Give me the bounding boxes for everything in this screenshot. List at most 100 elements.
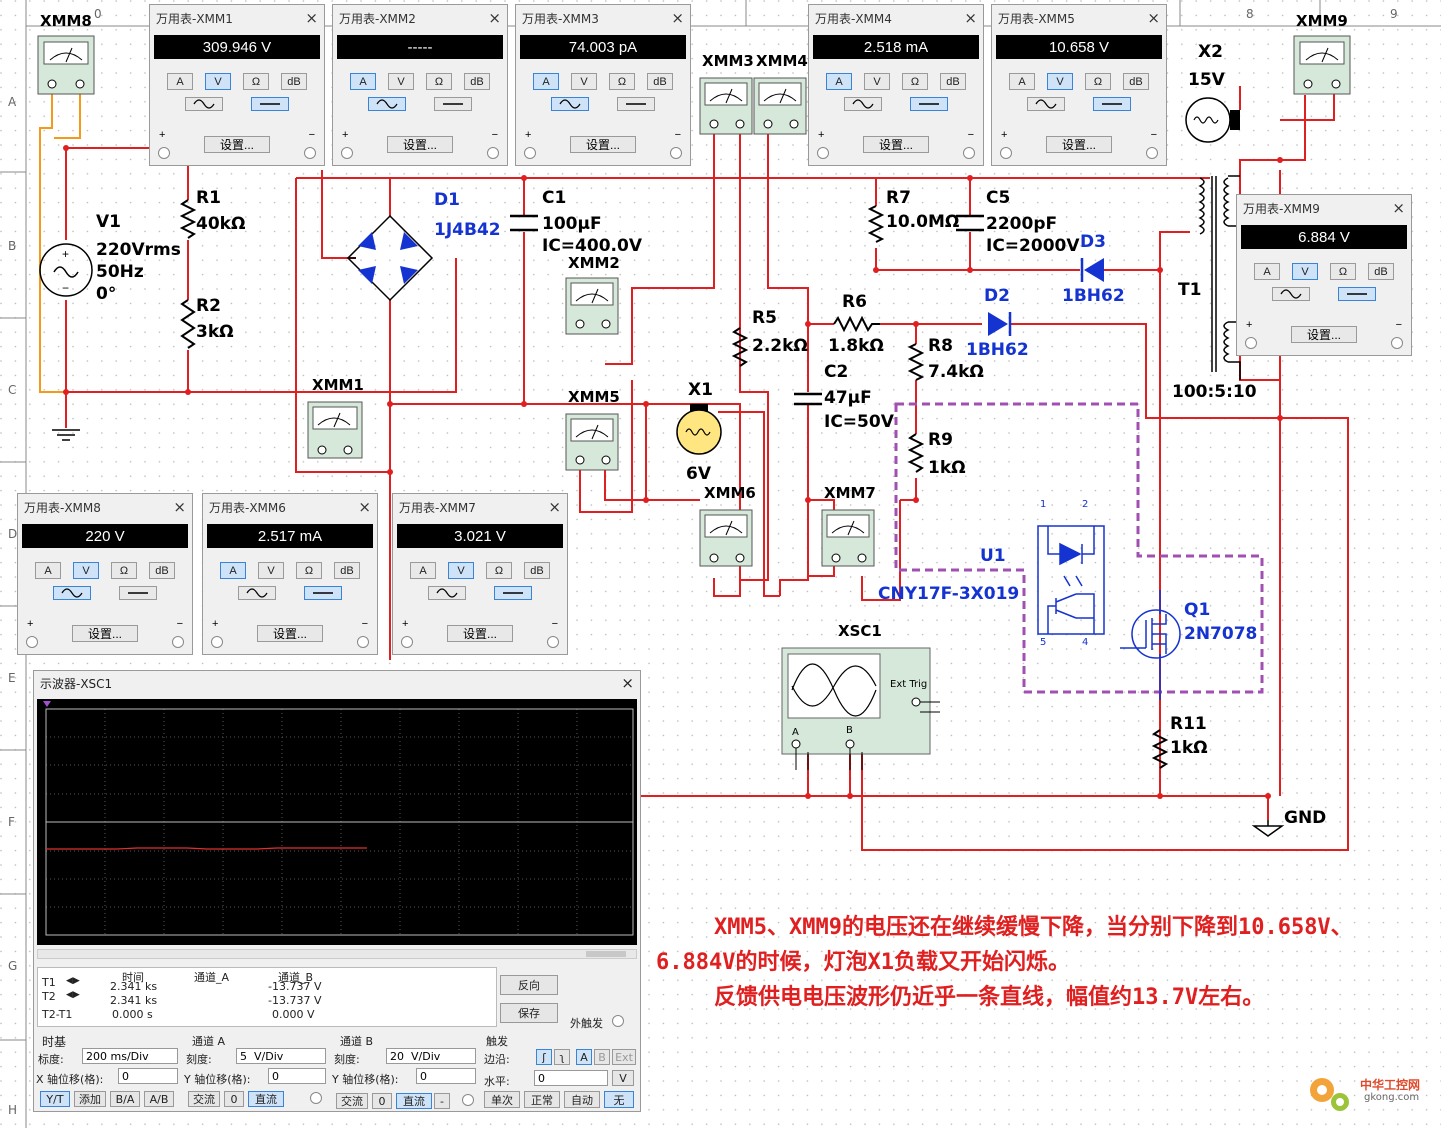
oscilloscope-titlebar[interactable]: 示波器-XSC1 × bbox=[34, 671, 640, 695]
ac-wave-button[interactable] bbox=[551, 97, 589, 111]
mode-a-button[interactable]: A bbox=[1254, 263, 1280, 280]
dc-wave-button[interactable] bbox=[434, 97, 472, 111]
plus-terminal[interactable] bbox=[1245, 337, 1257, 349]
settings-button[interactable]: 设置... bbox=[863, 136, 929, 153]
mode-ohm-button[interactable]: Ω bbox=[296, 562, 322, 579]
close-icon[interactable]: × bbox=[358, 498, 371, 516]
trigger-source-b-button[interactable]: B bbox=[594, 1049, 610, 1065]
multimeter-window-mm9[interactable]: 万用表-XMM9 × 6.884 V A V Ω dB + − 设置... bbox=[1236, 194, 1412, 356]
settings-button[interactable]: 设置... bbox=[1291, 326, 1357, 343]
mode-v-button[interactable]: V bbox=[864, 73, 890, 90]
close-icon[interactable]: × bbox=[488, 9, 501, 27]
plus-terminal[interactable] bbox=[158, 147, 170, 159]
mode-a-button[interactable]: A bbox=[220, 562, 246, 579]
mode-db-button[interactable]: dB bbox=[647, 73, 673, 90]
channel-a-ypos-input[interactable] bbox=[268, 1068, 326, 1084]
ext-trigger-terminal[interactable] bbox=[612, 1015, 624, 1027]
mode-db-button[interactable]: dB bbox=[334, 562, 360, 579]
mode-a-button[interactable]: A bbox=[410, 562, 436, 579]
channel-a-scale-input[interactable] bbox=[236, 1048, 326, 1064]
channel-a-terminal[interactable] bbox=[310, 1092, 322, 1104]
plus-terminal[interactable] bbox=[524, 147, 536, 159]
mode-a-button[interactable]: A bbox=[1009, 73, 1035, 90]
channel-a-ac-button[interactable]: 交流 bbox=[188, 1091, 220, 1107]
plus-terminal[interactable] bbox=[211, 636, 223, 648]
single-trigger-button[interactable]: 单次 bbox=[484, 1091, 520, 1108]
ac-wave-button[interactable] bbox=[844, 97, 882, 111]
dc-wave-button[interactable] bbox=[251, 97, 289, 111]
channel-b-scale-input[interactable] bbox=[386, 1048, 476, 1064]
close-icon[interactable]: × bbox=[1392, 199, 1405, 217]
auto-trigger-button[interactable]: 自动 bbox=[564, 1091, 600, 1108]
settings-button[interactable]: 设置... bbox=[72, 625, 138, 642]
multimeter-window-mm1[interactable]: 万用表-XMM1 × 309.946 V A V Ω dB + − 设置... bbox=[149, 4, 325, 166]
timebase-scale-input[interactable] bbox=[82, 1048, 178, 1064]
channel-b-terminal[interactable] bbox=[462, 1094, 474, 1106]
multimeter-window-mm2[interactable]: 万用表-XMM2 × ----- A V Ω dB + − 设置... bbox=[332, 4, 508, 166]
mode-v-button[interactable]: V bbox=[388, 73, 414, 90]
mode-ohm-button[interactable]: Ω bbox=[426, 73, 452, 90]
multimeter-window-mm8[interactable]: 万用表-XMM8 × 220 V A V Ω dB + − 设置... bbox=[17, 493, 193, 655]
ac-wave-button[interactable] bbox=[428, 586, 466, 600]
dc-wave-button[interactable] bbox=[304, 586, 342, 600]
yt-mode-button[interactable]: Y/T bbox=[40, 1091, 70, 1107]
close-icon[interactable]: × bbox=[671, 9, 684, 27]
minus-terminal[interactable] bbox=[172, 636, 184, 648]
channel-b-dc-button[interactable]: 直流 bbox=[396, 1093, 432, 1109]
mode-ohm-button[interactable]: Ω bbox=[243, 73, 269, 90]
multimeter-titlebar[interactable]: 万用表-XMM5 × bbox=[992, 5, 1166, 31]
dc-wave-button[interactable] bbox=[910, 97, 948, 111]
minus-terminal[interactable] bbox=[963, 147, 975, 159]
multimeter-titlebar[interactable]: 万用表-XMM6 × bbox=[203, 494, 377, 520]
multimeter-titlebar[interactable]: 万用表-XMM1 × bbox=[150, 5, 324, 31]
mode-db-button[interactable]: dB bbox=[524, 562, 550, 579]
save-button[interactable]: 保存 bbox=[500, 1003, 558, 1023]
mode-a-button[interactable]: A bbox=[350, 73, 376, 90]
minus-terminal[interactable] bbox=[1391, 337, 1403, 349]
dc-wave-button[interactable] bbox=[617, 97, 655, 111]
settings-button[interactable]: 设置... bbox=[570, 136, 636, 153]
mode-v-button[interactable]: V bbox=[258, 562, 284, 579]
channel-b-ac-button[interactable]: 交流 bbox=[336, 1093, 368, 1109]
multimeter-window-mm6[interactable]: 万用表-XMM6 × 2.517 mA A V Ω dB + − 设置... bbox=[202, 493, 378, 655]
minus-terminal[interactable] bbox=[487, 147, 499, 159]
channel-b-minus-button[interactable]: - bbox=[434, 1093, 450, 1109]
trigger-source-ext-button[interactable]: Ext bbox=[612, 1049, 636, 1065]
mode-ohm-button[interactable]: Ω bbox=[902, 73, 928, 90]
oscilloscope-scrollbar[interactable] bbox=[37, 949, 637, 959]
multimeter-window-mm5[interactable]: 万用表-XMM5 × 10.658 V A V Ω dB + − 设置... bbox=[991, 4, 1167, 166]
close-icon[interactable]: × bbox=[305, 9, 318, 27]
mode-db-button[interactable]: dB bbox=[149, 562, 175, 579]
multimeter-titlebar[interactable]: 万用表-XMM4 × bbox=[809, 5, 983, 31]
plus-terminal[interactable] bbox=[1000, 147, 1012, 159]
x-position-input[interactable] bbox=[118, 1068, 178, 1084]
plus-terminal[interactable] bbox=[401, 636, 413, 648]
t1-cursor-arrows-icon[interactable]: ◀▶ bbox=[66, 976, 80, 986]
multimeter-window-mm4[interactable]: 万用表-XMM4 × 2.518 mA A V Ω dB + − 设置... bbox=[808, 4, 984, 166]
falling-edge-icon[interactable]: ʅ bbox=[554, 1049, 570, 1065]
ac-wave-button[interactable] bbox=[1027, 97, 1065, 111]
channel-a-dc-button[interactable]: 直流 bbox=[248, 1091, 284, 1107]
dc-wave-button[interactable] bbox=[1093, 97, 1131, 111]
plus-terminal[interactable] bbox=[341, 147, 353, 159]
ac-wave-button[interactable] bbox=[1272, 287, 1310, 301]
mode-v-button[interactable]: V bbox=[571, 73, 597, 90]
mode-ohm-button[interactable]: Ω bbox=[486, 562, 512, 579]
trigger-level-unit[interactable]: V bbox=[612, 1070, 634, 1086]
channel-b-zero-button[interactable]: 0 bbox=[372, 1093, 392, 1109]
channel-a-zero-button[interactable]: 0 bbox=[224, 1091, 244, 1107]
mode-a-button[interactable]: A bbox=[35, 562, 61, 579]
mode-db-button[interactable]: dB bbox=[1123, 73, 1149, 90]
dc-wave-button[interactable] bbox=[494, 586, 532, 600]
close-icon[interactable]: × bbox=[964, 9, 977, 27]
mode-v-button[interactable]: V bbox=[73, 562, 99, 579]
multimeter-titlebar[interactable]: 万用表-XMM3 × bbox=[516, 5, 690, 31]
multimeter-titlebar[interactable]: 万用表-XMM2 × bbox=[333, 5, 507, 31]
ac-wave-button[interactable] bbox=[238, 586, 276, 600]
mode-ohm-button[interactable]: Ω bbox=[1085, 73, 1111, 90]
minus-terminal[interactable] bbox=[1146, 147, 1158, 159]
normal-trigger-button[interactable]: 正常 bbox=[524, 1091, 560, 1108]
ac-wave-button[interactable] bbox=[368, 97, 406, 111]
add-mode-button[interactable]: 添加 bbox=[74, 1091, 106, 1107]
plus-terminal[interactable] bbox=[26, 636, 38, 648]
